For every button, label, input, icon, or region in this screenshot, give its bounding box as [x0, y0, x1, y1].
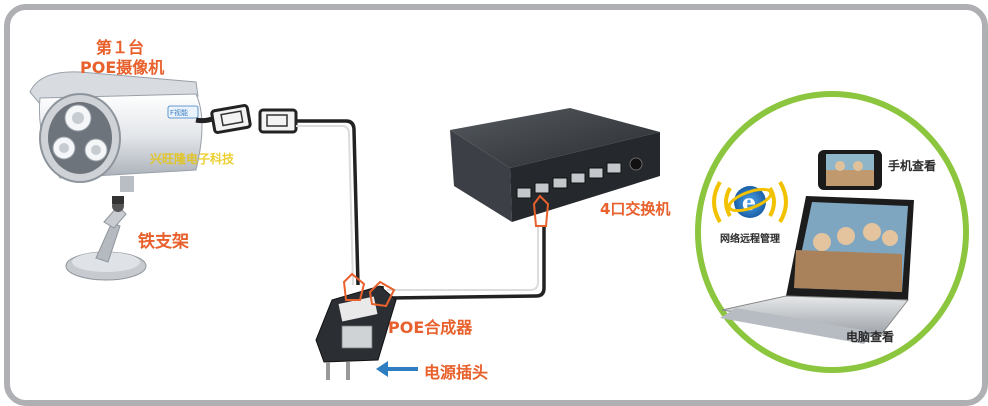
rj45-connector-camera — [210, 104, 252, 134]
laptop — [720, 196, 914, 344]
pc-view-label: 电脑查看 — [846, 330, 895, 344]
poe-camera — [29, 71, 203, 192]
bracket-label: 铁支架 — [138, 232, 189, 252]
network-remote-label: 网络远程管理 — [720, 234, 780, 245]
rj45-connector-cable — [258, 108, 298, 134]
poe-combiner — [315, 272, 397, 380]
camera-title-line2: POE摄像机 — [80, 58, 165, 77]
iron-bracket — [65, 196, 147, 281]
camera-badge: F视能 — [170, 109, 189, 117]
camera-title-line1: 第１台 — [96, 38, 145, 57]
ethernet-cable-camera-to-combiner — [296, 119, 360, 286]
mobile-phone — [818, 150, 882, 190]
ethernet-cable-combiner-to-switch — [380, 226, 546, 300]
internet-explorer-icon: e — [712, 180, 788, 224]
plug-label: 电源插头 — [424, 363, 489, 382]
phone-view-label: 手机查看 — [888, 159, 937, 173]
plug-arrow-icon — [376, 361, 418, 377]
camera-brand-watermark: 兴旺隆电子科技 — [150, 152, 235, 166]
network-switch — [450, 108, 660, 227]
switch-label: 4口交换机 — [600, 200, 671, 218]
combiner-label: POE合成器 — [388, 318, 473, 337]
